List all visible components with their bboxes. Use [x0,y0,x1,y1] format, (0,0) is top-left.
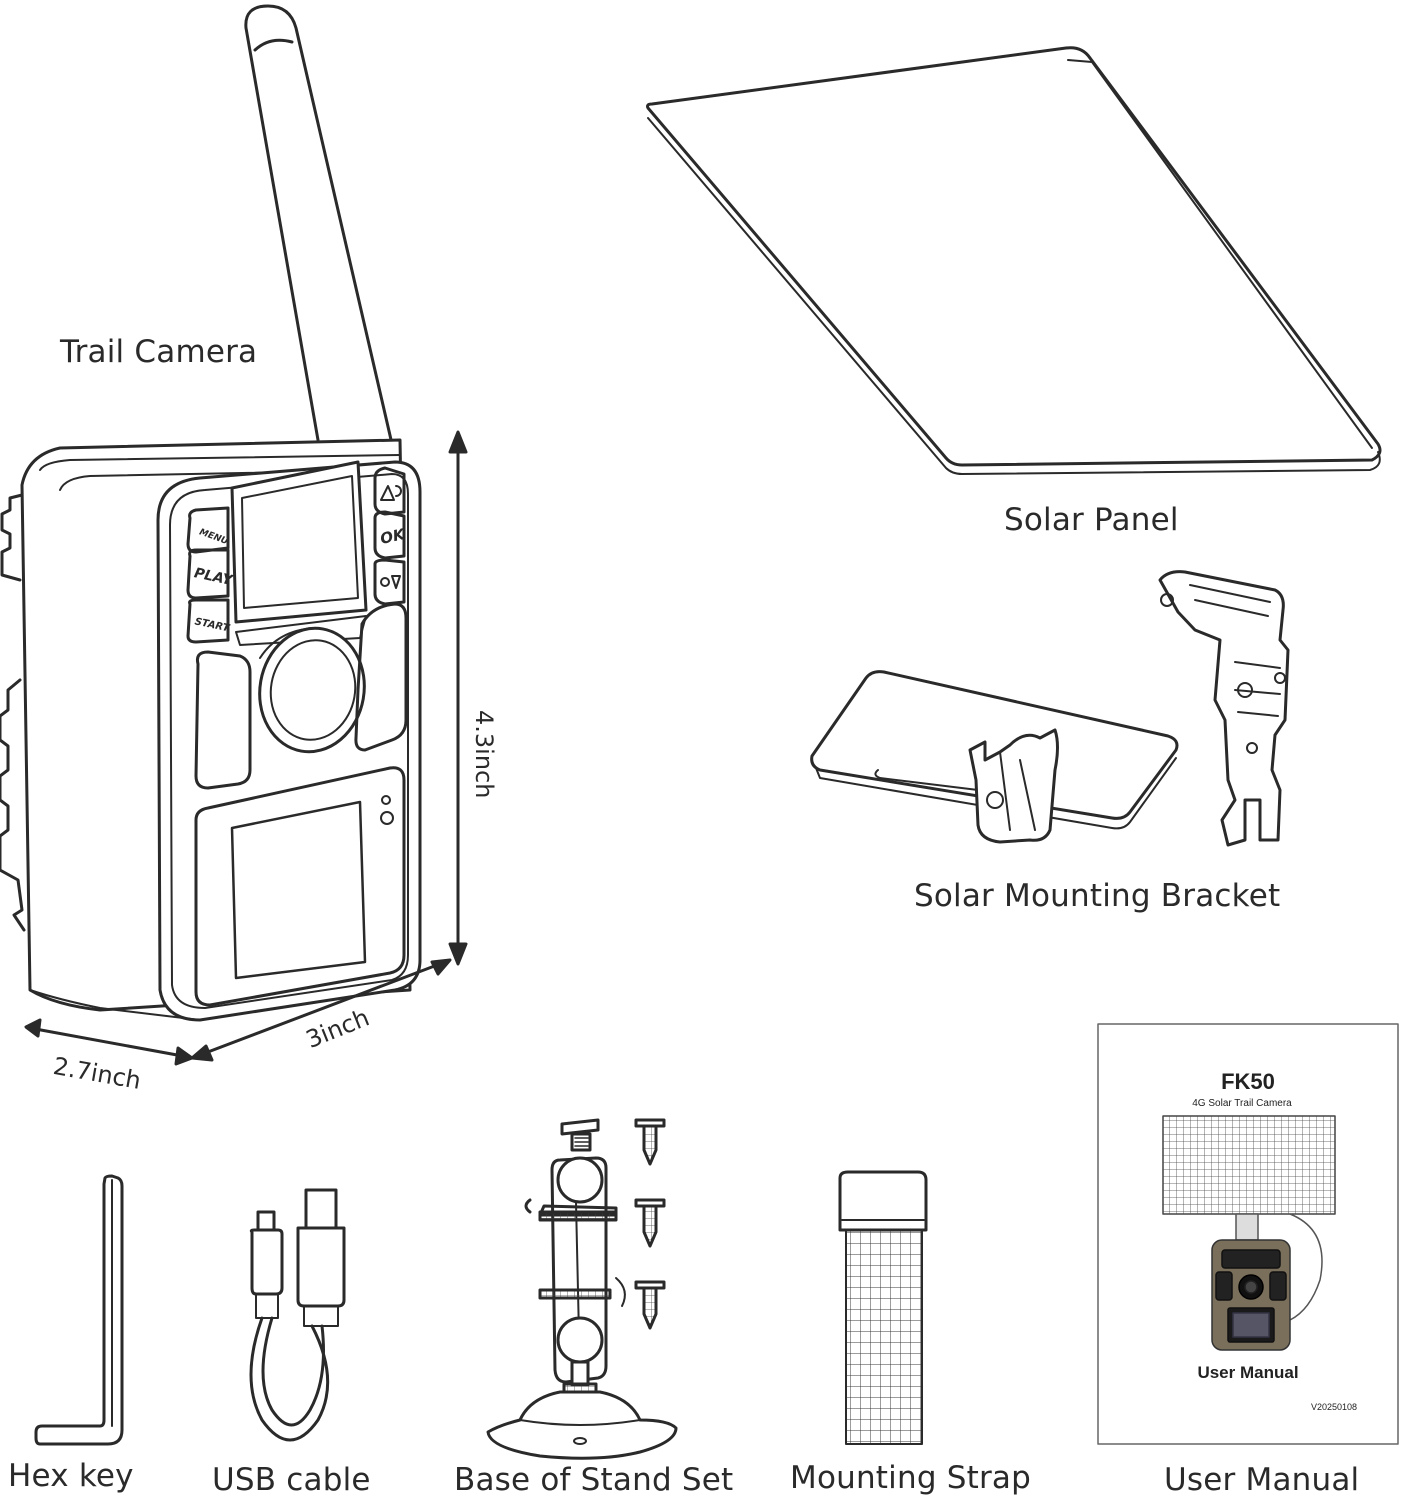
height-dimension-arrow [448,430,468,966]
up-button[interactable] [373,466,406,516]
screw-1 [634,1118,666,1166]
side-strap-ridge [0,493,24,582]
usb-cable-drawing [249,1188,346,1442]
trail-camera-drawing: MENU PLAY START OK [0,4,422,1022]
ok-button[interactable]: OK [373,510,408,560]
width-dimension-arrow [190,958,452,1062]
screw-3 [634,1280,666,1330]
down-button[interactable] [373,558,406,606]
ok-button-label: OK [379,525,408,548]
solar-panel-drawing [646,46,1382,475]
antenna [244,4,400,472]
manual-subtitle: 4G Solar Trail Camera [1192,1098,1292,1109]
base-of-stand-set-drawing [486,1118,678,1460]
ir-led-panel-right [354,602,408,752]
label-trail-camera: Trail Camera [60,334,258,370]
label-height-dimension: 4.3inch [470,710,498,799]
screw-2 [634,1198,666,1248]
label-base-of-stand-set: Base of Stand Set [454,1462,734,1498]
label-solar-panel: Solar Panel [1004,502,1179,538]
ir-led-panel-left [194,650,252,790]
manual-model: FK50 [1221,1069,1275,1094]
label-usb-cable: USB cable [212,1462,371,1498]
label-hex-key: Hex key [8,1458,134,1494]
mounting-strap-drawing [838,1170,928,1445]
label-solar-mounting-bracket: Solar Mounting Bracket [914,878,1281,914]
user-manual-drawing: FK50 4G Solar Trail Camera User Manual V… [1097,1023,1399,1445]
manual-camera-photo [1211,1239,1291,1351]
camera-lens [258,626,366,754]
label-user-manual: User Manual [1164,1462,1360,1498]
manual-version: V20250108 [1311,1402,1357,1412]
depth-dimension-arrow [24,1018,194,1066]
camera-screen [194,766,406,1007]
hex-key-drawing [34,1174,124,1446]
pir-sensor-window [230,460,368,646]
side-strap-ridge-lower [0,678,26,932]
label-mounting-strap: Mounting Strap [790,1460,1032,1496]
solar-mounting-bracket-drawing [810,570,1290,847]
manual-cover-title: User Manual [1197,1363,1298,1382]
